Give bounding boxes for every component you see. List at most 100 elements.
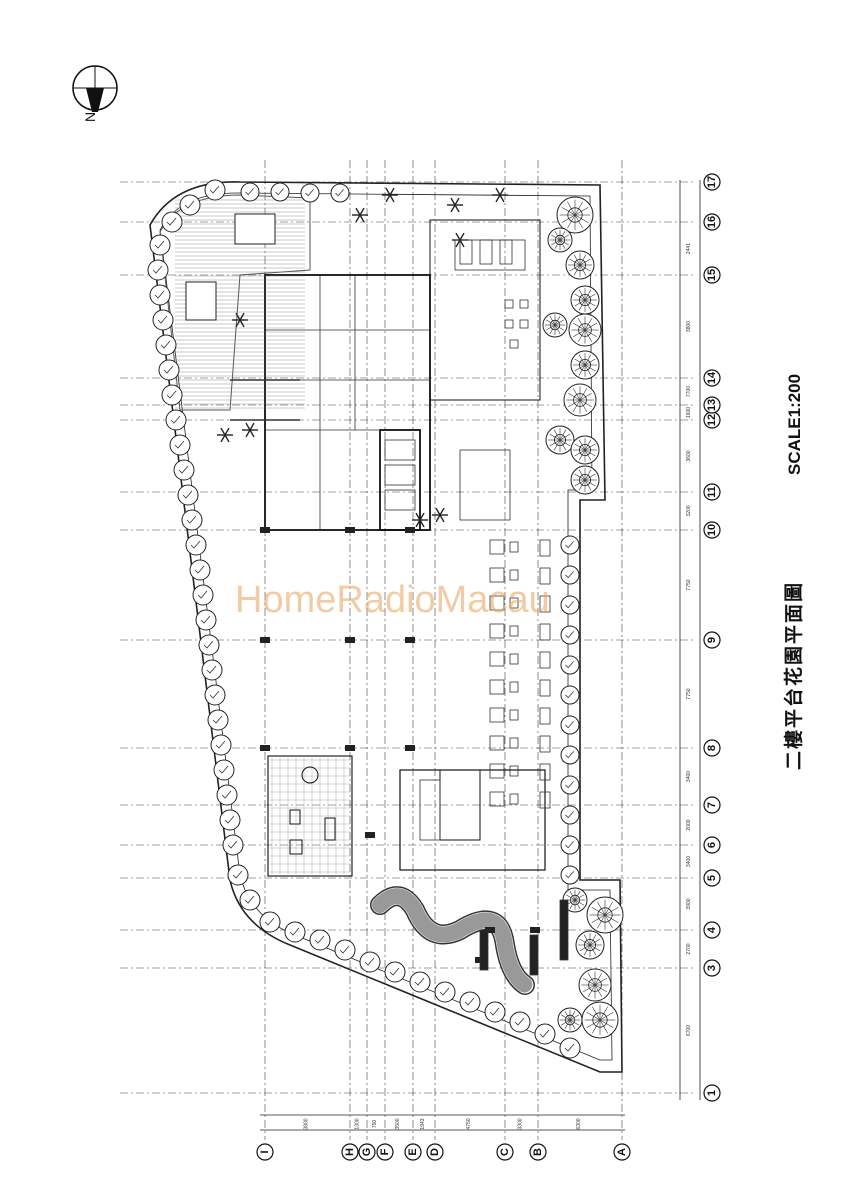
chair-icon (519, 299, 529, 309)
tree-icon (570, 350, 600, 380)
dimension-label: 3400 (686, 771, 692, 782)
dimension-label: 7700 (686, 386, 692, 397)
shrub-icon (232, 312, 248, 328)
chair-icon (509, 339, 519, 349)
svg-text:C: C (499, 1148, 511, 1156)
tree-icon (409, 971, 431, 993)
svg-text:7: 7 (706, 802, 718, 808)
tree-icon (560, 625, 580, 645)
dimension-label: 2000 (686, 819, 692, 830)
pool-deck (159, 194, 311, 411)
tree-icon (542, 312, 568, 338)
grid-bubble-5: 5 (703, 869, 721, 887)
svg-text:I: I (259, 1150, 271, 1153)
shrub-icon (447, 197, 463, 213)
svg-text:16: 16 (706, 216, 718, 228)
grid-bubble-F: F (376, 1143, 394, 1161)
tree-icon (219, 809, 241, 831)
dimension-label: 3800 (304, 1118, 310, 1129)
tree-icon (560, 715, 580, 735)
tree-icon (179, 194, 201, 216)
svg-text:F: F (379, 1148, 391, 1155)
svg-text:17: 17 (706, 176, 718, 188)
grid-bubble-E: E (404, 1143, 422, 1161)
gym-equipment (499, 239, 513, 265)
tree-icon (181, 509, 203, 531)
svg-text:6: 6 (706, 842, 718, 848)
svg-text:12: 12 (706, 414, 718, 426)
grid-bubble-10: 10 (703, 521, 721, 539)
shrub-icon (382, 187, 398, 203)
tree-icon (201, 659, 223, 681)
dimension-label: 3600 (686, 450, 692, 461)
grid-bubble-H: H (341, 1143, 359, 1161)
grid-bubble-12: 12 (703, 411, 721, 429)
seating-set (489, 539, 551, 557)
dimension-label: 3900 (686, 898, 692, 909)
north-arrow: N (72, 65, 118, 122)
tree-icon (192, 584, 214, 606)
tree-icon (560, 535, 580, 555)
watermark: HomeRadioMacau (235, 579, 550, 621)
seating-set (489, 567, 551, 585)
tree-icon (434, 981, 456, 1003)
svg-text:3: 3 (706, 965, 718, 971)
column (260, 745, 270, 751)
svg-text:G: G (361, 1148, 373, 1157)
tree-icon (189, 559, 211, 581)
svg-text:13: 13 (706, 399, 718, 411)
dimension-labels: 6700270039003400200034007750775032003600… (304, 243, 693, 1130)
tree-icon (222, 834, 244, 856)
grid-bubble-9: 9 (703, 631, 721, 649)
dimension-label: 3500 (395, 1118, 401, 1129)
dimension-label: 3400 (686, 856, 692, 867)
tree-icon (586, 896, 624, 934)
tree-icon (195, 609, 217, 631)
tree-icon (169, 434, 191, 456)
tree-icon (581, 1001, 619, 1039)
grid-bubble-11: 11 (703, 483, 721, 501)
grid-bubble-6: 6 (703, 836, 721, 854)
column (365, 832, 375, 838)
svg-text:14: 14 (706, 371, 718, 384)
tree-icon (384, 961, 406, 983)
grid-bubble-A: A (613, 1143, 631, 1161)
boundary-trees (147, 179, 581, 1059)
tree-icon (560, 835, 580, 855)
svg-text:15: 15 (706, 269, 718, 281)
grid-bubble-15: 15 (703, 266, 721, 284)
column (485, 927, 495, 933)
tree-icon (284, 921, 306, 943)
bench (479, 929, 489, 971)
tree-icon (149, 284, 171, 306)
chair-icon (504, 319, 514, 329)
grid-bubble-D: D (426, 1143, 444, 1161)
seating-set (489, 623, 551, 641)
tree-icon (330, 183, 350, 203)
drawing-title: 二樓平台花園平面圖 (782, 581, 805, 770)
shrub-icon (412, 512, 428, 528)
chair-icon (519, 319, 529, 329)
seating-set (489, 595, 551, 613)
grid-bubble-13: 13 (703, 396, 721, 414)
tree-icon (560, 595, 580, 615)
dimension-label: 750 (372, 1120, 378, 1129)
dimension-chain-left (260, 1114, 625, 1131)
tree-icon (239, 889, 261, 911)
interior-rooms (230, 239, 526, 841)
seating-set (489, 791, 551, 809)
tree-icon (309, 929, 331, 951)
grid-bubble-C: C (496, 1143, 514, 1161)
tree-icon (155, 334, 177, 356)
shrub-icon (352, 207, 368, 223)
tree-icon (216, 784, 238, 806)
tree-icon (560, 805, 580, 825)
tree-icon (259, 911, 281, 933)
tree-icon (560, 655, 580, 675)
svg-text:E: E (407, 1148, 419, 1155)
dimension-label: 3800 (686, 321, 692, 332)
tree-icon (559, 1037, 581, 1059)
north-label: N (82, 112, 98, 122)
